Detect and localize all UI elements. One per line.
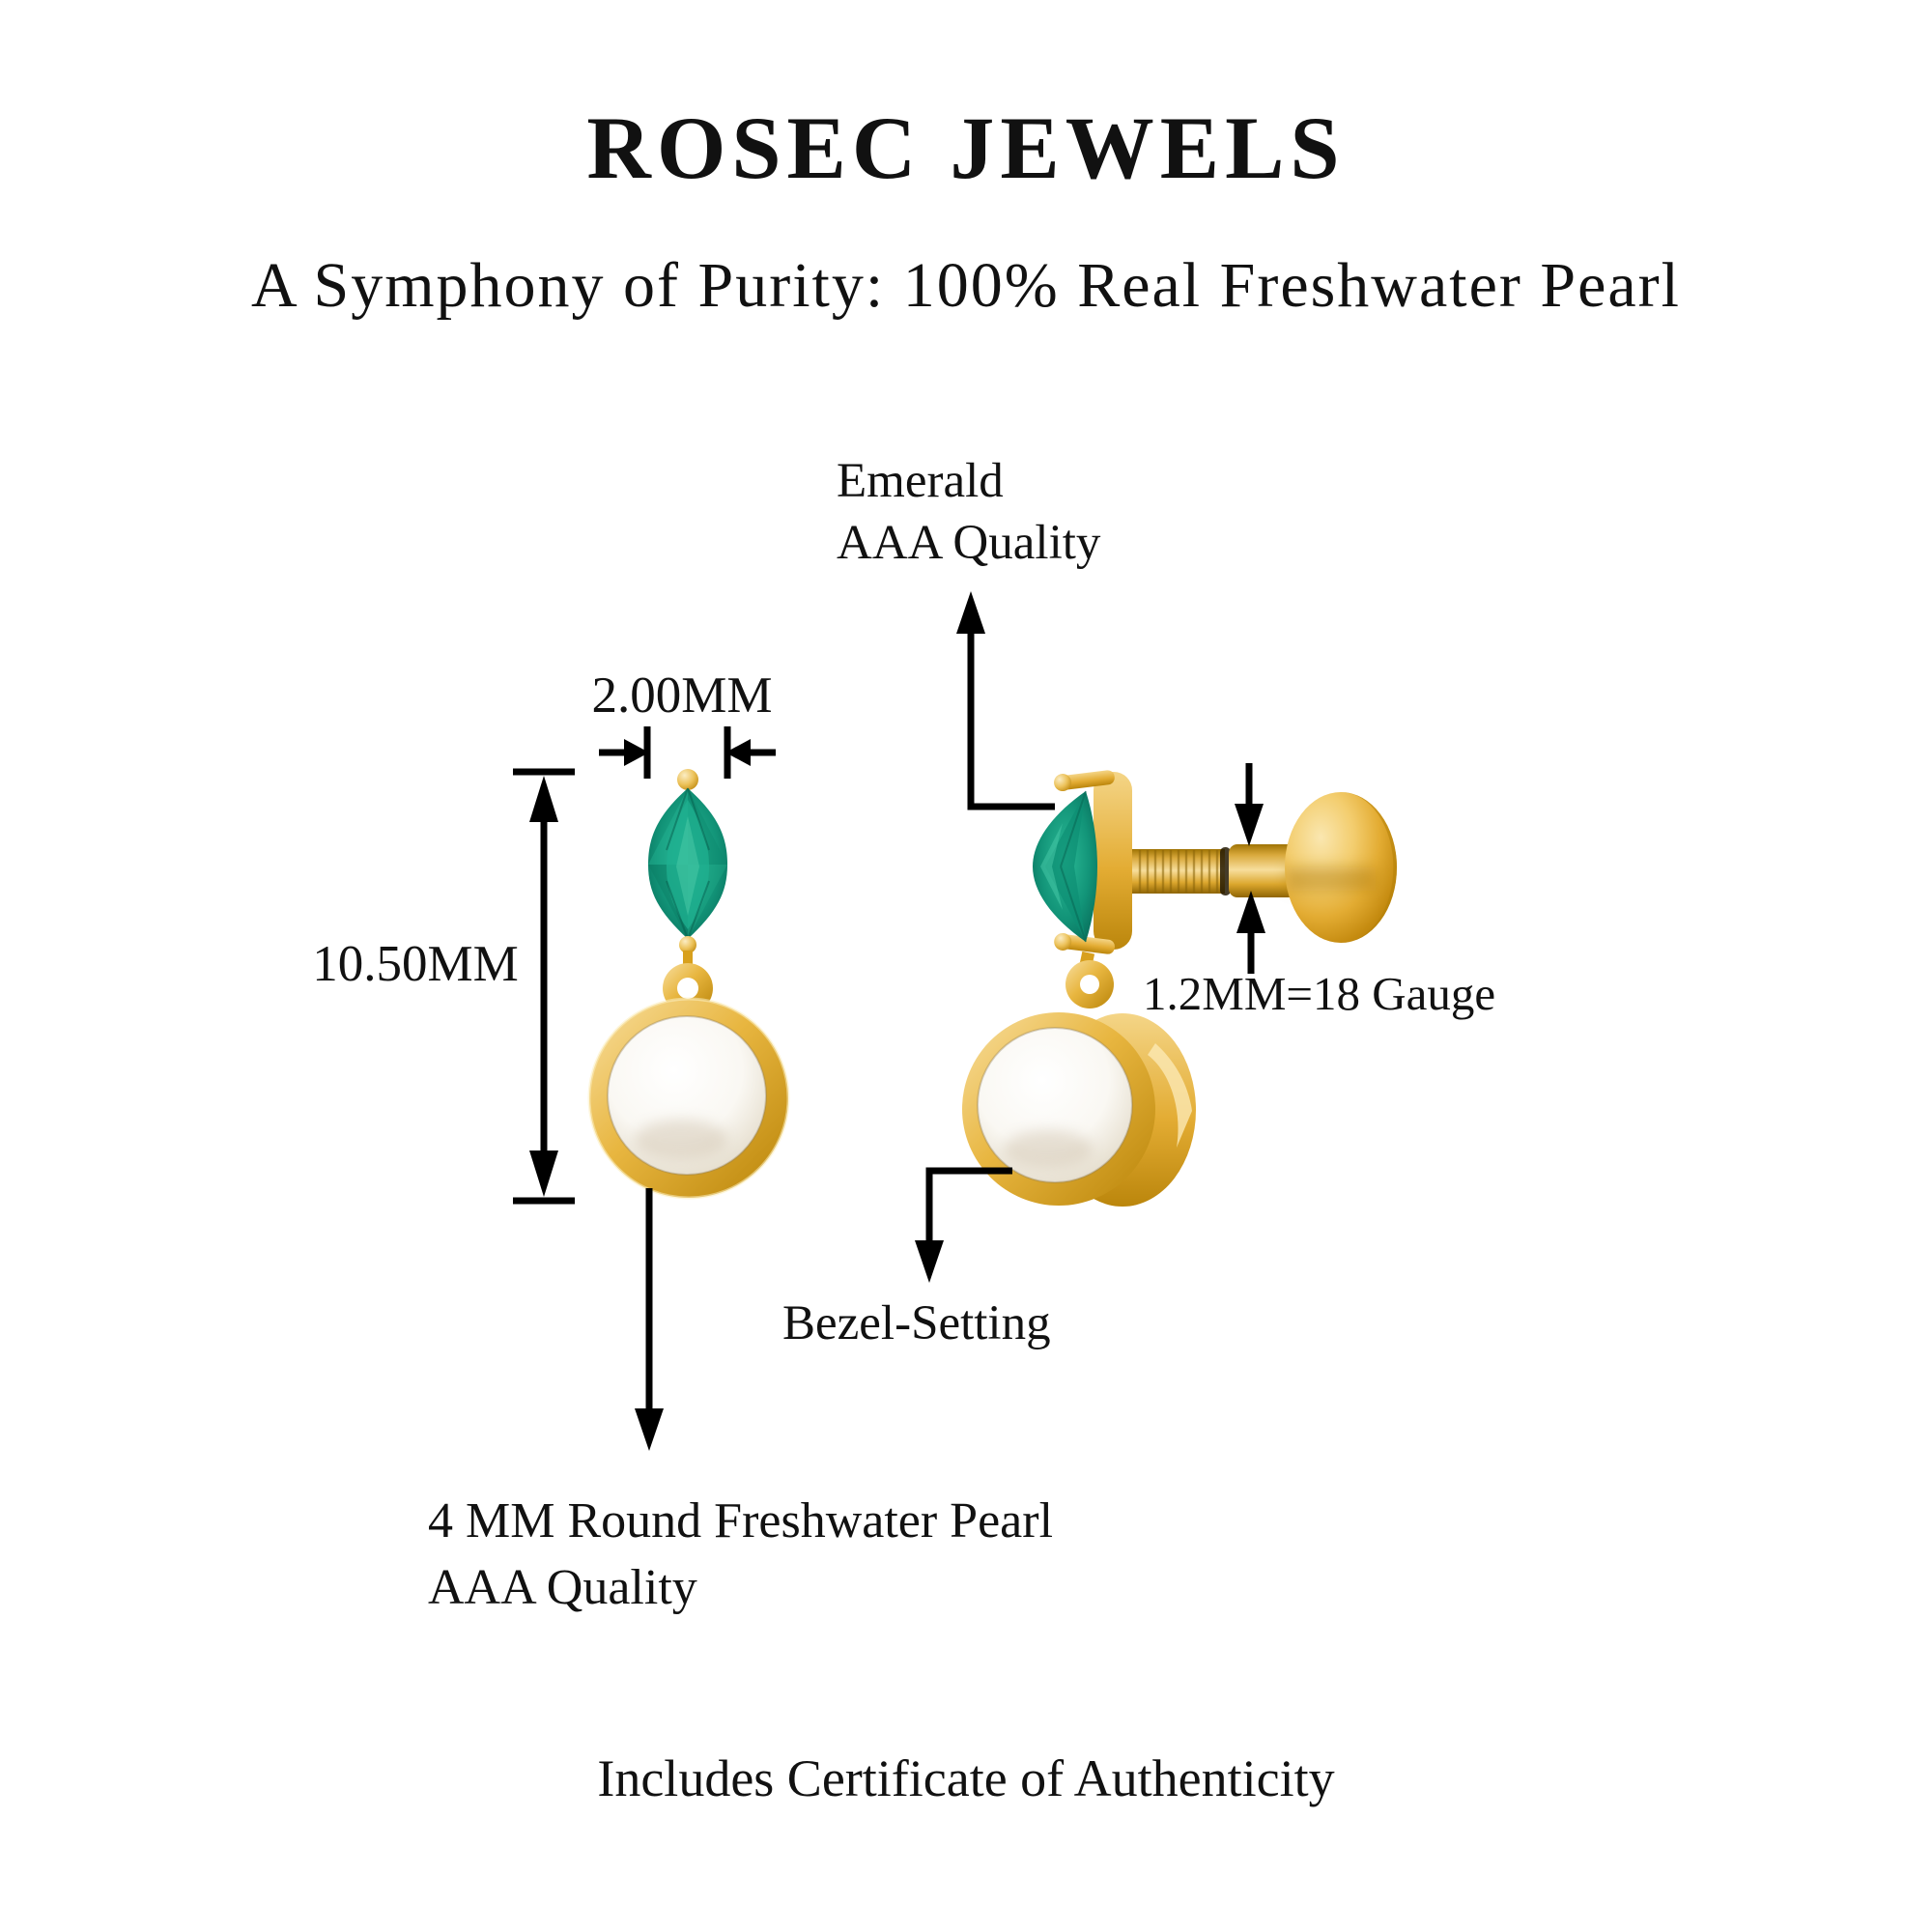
front-bottom-prong-ball: [679, 936, 696, 953]
pearl-annotation-line1: 4 MM Round Freshwater Pearl: [428, 1493, 1054, 1548]
pearl-annotation: 4 MM Round Freshwater Pearl AAA Quality: [428, 1489, 1053, 1621]
arrowhead-up-icon: [529, 776, 558, 822]
dimension-lines: [513, 628, 1255, 1410]
drop-height-dimension: [513, 768, 575, 1205]
front-top-prong-ball: [677, 769, 698, 790]
arrowhead-left-icon: [725, 739, 751, 766]
bezel-setting-label: Bezel-Setting: [782, 1296, 1051, 1350]
front-view-earring-illustration: [587, 769, 790, 1200]
arrowhead-down-icon: [1235, 804, 1264, 846]
arrowhead-right-icon: [624, 739, 649, 766]
drop-height-label: 10.50MM: [312, 936, 519, 992]
brand-tagline: A Symphony of Purity: 100% Real Freshwat…: [250, 250, 1681, 321]
side-setting-plate: [1094, 772, 1132, 950]
arrowhead-down-icon: [529, 1151, 558, 1197]
arrowheads: [529, 591, 1265, 1451]
side-view-earring-illustration: [962, 770, 1397, 1207]
setting-pointer-line: [925, 1167, 1012, 1242]
emerald-pointer-line: [967, 628, 1055, 810]
arrowhead-up-icon: [1236, 891, 1265, 933]
side-post-collar: [1229, 844, 1298, 897]
brand-title: ROSEC JEWELS: [586, 99, 1346, 197]
pearl-annotation-line2: AAA Quality: [428, 1559, 697, 1615]
emerald-annotation-line1: Emerald: [837, 454, 1004, 508]
arrowhead-down-icon: [915, 1240, 944, 1283]
emerald-annotation-line2: AAA Quality: [837, 516, 1101, 571]
arrowhead-down-icon: [635, 1408, 664, 1451]
post-gauge-label: 1.2MM=18 Gauge: [1143, 967, 1496, 1020]
arrowhead-up-icon: [956, 591, 985, 634]
emerald-annotation: Emerald AAA Quality: [837, 450, 1100, 575]
certificate-note: Includes Certificate of Authenticity: [597, 1749, 1335, 1807]
stone-width-label: 2.00MM: [591, 668, 773, 724]
